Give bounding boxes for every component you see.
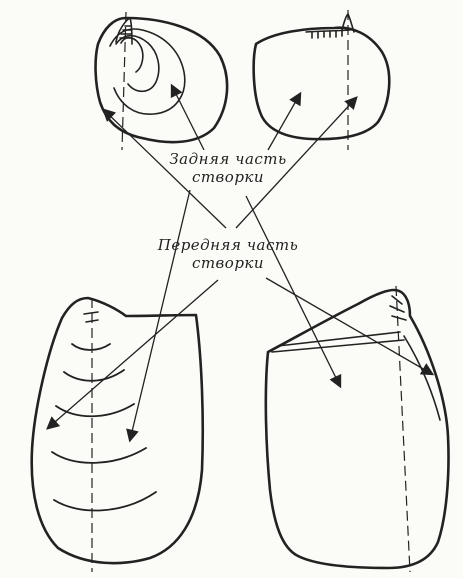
rear-part-label-line1: Задняя часть xyxy=(148,150,308,168)
bottom-left-growth-line-1 xyxy=(72,344,110,350)
front-part-label: Передняя часть створки xyxy=(140,236,316,272)
bottom-right-valve-outline xyxy=(266,290,449,568)
top-left-valve xyxy=(96,12,228,150)
top-left-valve-outline xyxy=(96,18,228,142)
top-left-growth-ring-middle xyxy=(116,36,159,92)
top-right-valve-outline xyxy=(254,28,390,139)
bottom-right-axis xyxy=(396,286,410,572)
bottom-right-valve xyxy=(266,286,449,572)
rear-arrow-to-top-right xyxy=(268,94,300,150)
bottom-left-valve xyxy=(32,298,203,572)
bottom-left-growth-line-2 xyxy=(64,370,124,381)
front-part-label-line2: створки xyxy=(140,254,316,272)
rear-part-label: Задняя часть створки xyxy=(148,150,308,186)
bottom-left-growth-line-5 xyxy=(54,492,156,510)
bottom-right-hinge-line-1 xyxy=(278,332,400,346)
rear-part-label-line2: створки xyxy=(148,168,308,186)
bottom-left-valve-outline xyxy=(32,298,203,563)
bottom-right-posterior-ridge xyxy=(404,336,440,420)
front-part-label-line1: Передняя часть xyxy=(140,236,316,254)
top-right-valve xyxy=(254,10,390,150)
bottom-left-growth-line-4 xyxy=(52,448,146,463)
rear-arrow-to-bottom-right xyxy=(246,196,340,386)
bottom-left-umbo xyxy=(84,312,98,322)
front-arrow-to-bottom-right xyxy=(266,278,432,374)
